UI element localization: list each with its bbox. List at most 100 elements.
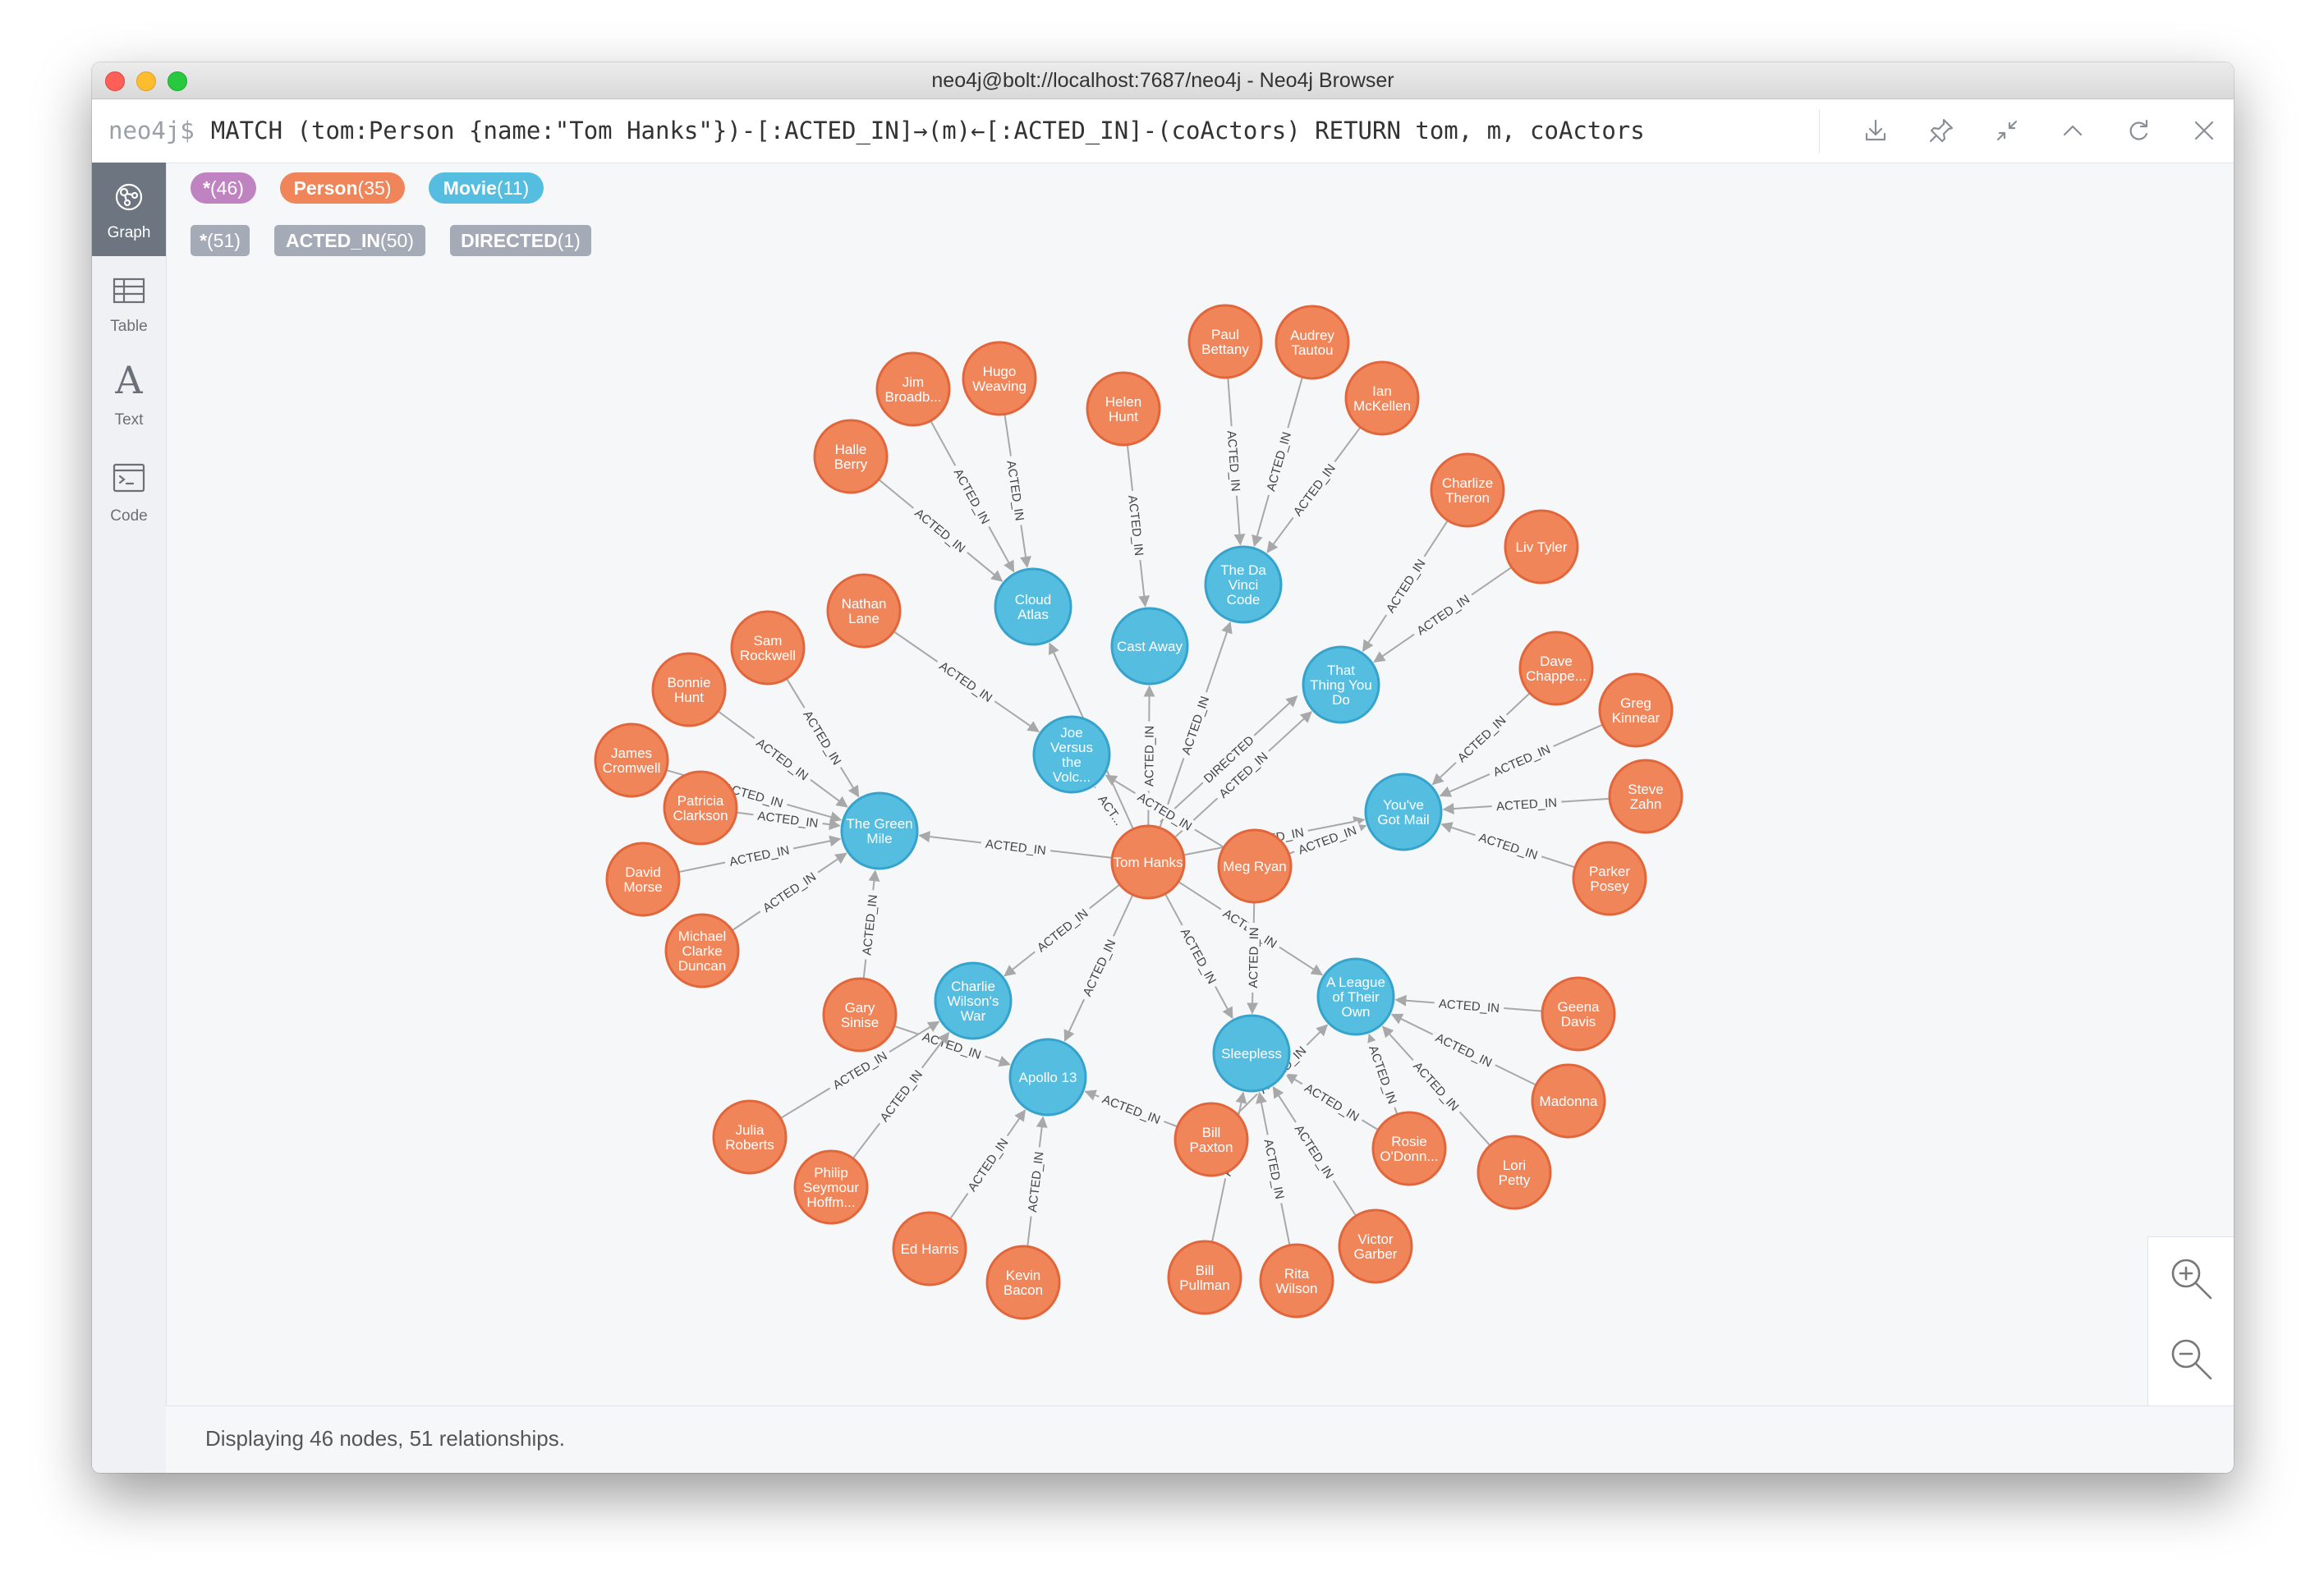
person-node[interactable]: Tom Hanks	[1110, 824, 1186, 900]
legend-label-all[interactable]: *(46)	[191, 172, 256, 204]
relationship-edge[interactable]: ACTED_IN	[1442, 794, 1610, 815]
relationship-edge[interactable]: ACTED_IN	[736, 807, 841, 832]
window-minimize-button[interactable]	[136, 71, 156, 91]
download-button[interactable]	[1858, 112, 1894, 149]
node-circle[interactable]	[605, 842, 681, 917]
legend-type-directed[interactable]: DIRECTED(1)	[450, 225, 591, 256]
node-circle[interactable]	[730, 610, 806, 686]
relationship-edge[interactable]: ACTED_IN	[1084, 1089, 1178, 1129]
node-circle[interactable]	[1364, 773, 1443, 851]
relationship-edge[interactable]: ACTED_IN	[918, 831, 1113, 859]
relationship-edge[interactable]: ACTED_IN	[1440, 822, 1576, 869]
person-node[interactable]: Meg Ryan	[1217, 828, 1293, 904]
node-circle[interactable]	[1187, 304, 1263, 379]
person-node[interactable]: Liv Tyler	[1504, 509, 1579, 585]
relationship-edge[interactable]: ACT...	[1089, 783, 1133, 837]
node-circle[interactable]	[1204, 545, 1283, 624]
person-node[interactable]: Ed Harris	[892, 1211, 967, 1286]
relationship-edge[interactable]: ACTED_IN	[1256, 1091, 1291, 1246]
zoom-out-icon[interactable]	[2165, 1332, 2217, 1385]
node-circle[interactable]	[1504, 509, 1579, 585]
relationship-edge[interactable]: ACTED_IN	[893, 631, 1040, 732]
node-circle[interactable]	[1608, 759, 1683, 834]
node-circle[interactable]	[1173, 1102, 1249, 1177]
node-circle[interactable]	[892, 1211, 967, 1286]
node-circle[interactable]	[1212, 1014, 1291, 1093]
node-circle[interactable]	[1217, 828, 1293, 904]
node-circle[interactable]	[594, 722, 669, 798]
relationship-edge[interactable]: ACTED_IN	[852, 1031, 950, 1159]
node-circle[interactable]	[1477, 1135, 1552, 1210]
node-circle[interactable]	[1316, 957, 1395, 1036]
window-close-button[interactable]	[105, 71, 125, 91]
relationship-edge[interactable]: DIRECTED	[1160, 695, 1298, 823]
person-node[interactable]: Madonna	[1531, 1063, 1606, 1139]
query-editor[interactable]: neo4j$MATCH (tom:Person {name:"Tom Hanks…	[92, 99, 2234, 163]
relationship-edge[interactable]: ACTED_IN	[1362, 520, 1449, 653]
node-circle[interactable]	[663, 770, 738, 846]
sidebar-item-graph[interactable]: Graph	[92, 163, 166, 256]
node-circle[interactable]	[1572, 841, 1647, 916]
node-circle[interactable]	[664, 913, 740, 988]
node-circle[interactable]	[1371, 1111, 1447, 1186]
relationship-edge[interactable]: ACTED_IN	[878, 479, 1004, 582]
movie-node[interactable]: Cast Away	[1110, 607, 1189, 686]
legend-label-movie[interactable]: Movie(11)	[429, 172, 544, 204]
relationship-edge[interactable]: ACTED_IN	[1023, 1116, 1048, 1247]
window-zoom-button[interactable]	[168, 71, 187, 91]
relationship-edge[interactable]: ACTED_IN	[1390, 1013, 1536, 1086]
node-circle[interactable]	[793, 1149, 869, 1225]
node-circle[interactable]	[1541, 976, 1616, 1052]
node-circle[interactable]	[875, 351, 951, 427]
movie-node[interactable]: Sleepless	[1212, 1014, 1291, 1093]
zoom-in-icon[interactable]	[2165, 1252, 2217, 1305]
refresh-button[interactable]	[2120, 112, 2156, 149]
legend-label-person[interactable]: Person(35)	[280, 172, 405, 204]
node-circle[interactable]	[1275, 305, 1350, 380]
node-circle[interactable]	[651, 652, 727, 727]
node-circle[interactable]	[1338, 1208, 1413, 1284]
relationship-edge[interactable]: ACTED_IN	[1125, 444, 1151, 608]
node-circle[interactable]	[1086, 371, 1161, 447]
relationship-edge[interactable]: ACTED_IN	[1394, 994, 1543, 1016]
node-circle[interactable]	[934, 961, 1013, 1040]
node-circle[interactable]	[1344, 360, 1420, 436]
node-circle[interactable]	[1259, 1243, 1334, 1319]
relationship-edge[interactable]: ACTED_IN	[949, 1109, 1027, 1220]
query-line[interactable]: neo4j$MATCH (tom:Person {name:"Tom Hanks…	[108, 99, 1645, 163]
node-circle[interactable]	[822, 977, 898, 1053]
node-circle[interactable]	[826, 573, 902, 649]
relationship-edge[interactable]: ACTED_IN	[1252, 377, 1303, 548]
node-circle[interactable]	[1167, 1240, 1242, 1315]
relationship-edge[interactable]: ACTED_IN	[1224, 377, 1246, 546]
node-circle[interactable]	[1302, 645, 1380, 724]
node-circle[interactable]	[1518, 631, 1594, 706]
node-circle[interactable]	[985, 1245, 1061, 1320]
